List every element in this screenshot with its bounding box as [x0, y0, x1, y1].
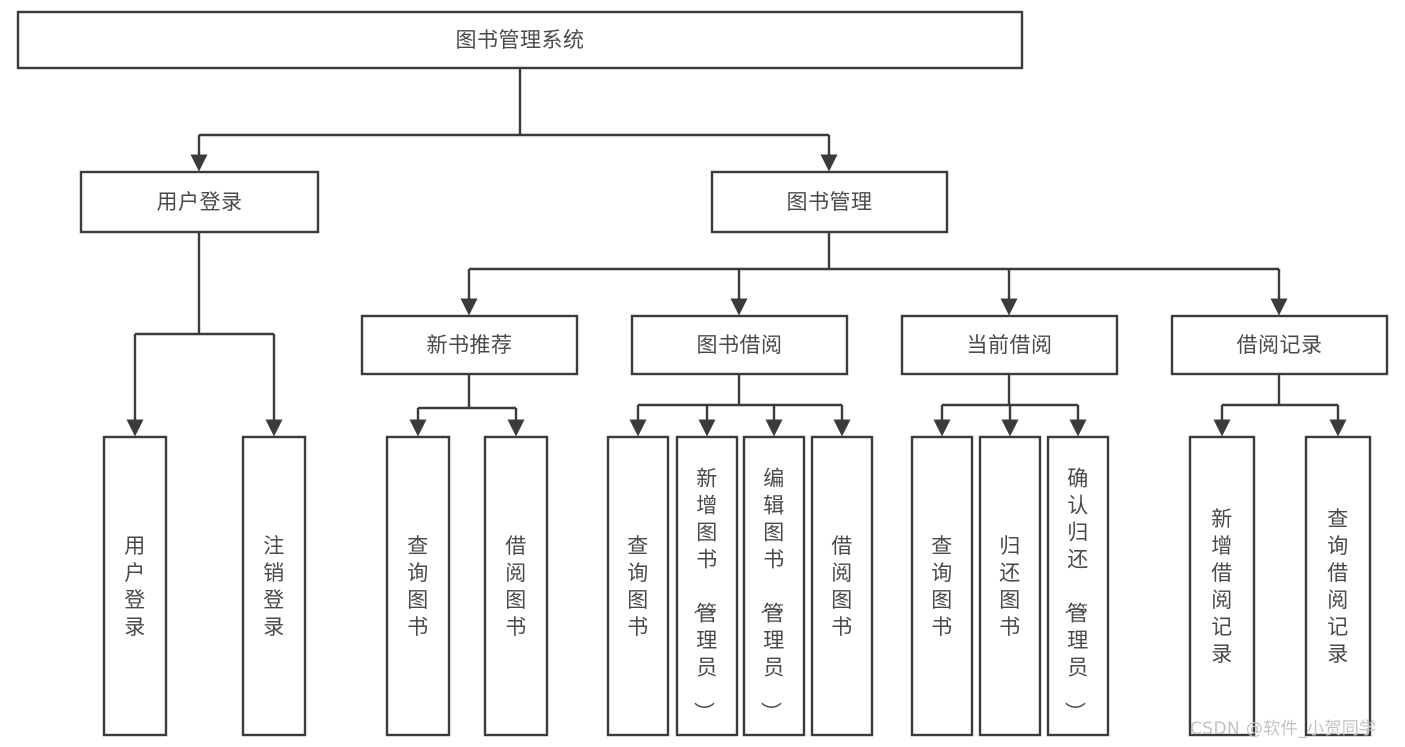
- node-label: 图书管理系统: [456, 28, 585, 52]
- node-label: 用户登录: [124, 534, 146, 639]
- arrow-head-icon: [126, 419, 144, 437]
- node-label: 新增借阅记录: [1211, 507, 1233, 666]
- node-box[interactable]: [360, 314, 579, 376]
- node-box[interactable]: [102, 435, 168, 737]
- node-box[interactable]: [675, 435, 739, 737]
- connector-record-to-leaves: [1213, 374, 1347, 437]
- node-label: 图书借阅: [697, 333, 783, 357]
- node-leaf-3[interactable]: 借阅图书: [483, 435, 549, 737]
- node-label: 归还图书: [999, 534, 1021, 639]
- node-box[interactable]: [1304, 435, 1372, 737]
- node-leaf-2[interactable]: 查询图书: [385, 435, 451, 737]
- arrow-head-icon: [730, 298, 748, 316]
- node-leaf-6[interactable]: 编辑图书（管理员）: [742, 435, 806, 737]
- arrow-head-icon: [190, 154, 208, 172]
- node-label: 查询借阅记录: [1327, 507, 1349, 666]
- node-label: 新增图书（管理员）: [691, 467, 718, 724]
- connector-layer: [126, 68, 1347, 437]
- node-box[interactable]: [606, 435, 670, 737]
- node-leaf-10[interactable]: 确认归还（管理员）: [1046, 435, 1110, 737]
- arrow-head-icon: [265, 419, 283, 437]
- node-level2-2[interactable]: 当前借阅: [900, 314, 1119, 376]
- arrow-head-icon: [1069, 419, 1087, 437]
- node-label: 编辑图书（管理员）: [758, 467, 785, 724]
- node-box[interactable]: [1170, 314, 1389, 376]
- connector-borrow-to-leaves: [629, 374, 851, 437]
- node-layer: 图书管理系统用户登录图书管理新书推荐图书借阅当前借阅借阅记录用户登录注销登录查询…: [16, 10, 1389, 737]
- node-leaf-0[interactable]: 用户登录: [102, 435, 168, 737]
- node-box[interactable]: [710, 170, 949, 234]
- arrow-head-icon: [460, 298, 478, 316]
- arrow-head-icon: [1213, 419, 1231, 437]
- node-label: 借阅图书: [505, 534, 527, 639]
- node-leaf-12[interactable]: 查询借阅记录: [1304, 435, 1372, 737]
- connector-root-to-level1: [190, 68, 838, 172]
- node-box[interactable]: [1046, 435, 1110, 737]
- node-leaf-5[interactable]: 新增图书（管理员）: [675, 435, 739, 737]
- arrow-head-icon: [833, 419, 851, 437]
- node-box[interactable]: [79, 170, 320, 234]
- node-box[interactable]: [900, 314, 1119, 376]
- node-box[interactable]: [241, 435, 307, 737]
- arrow-head-icon: [507, 419, 525, 437]
- node-label: 确认归还（管理员）: [1062, 467, 1089, 724]
- node-label: 查询图书: [407, 534, 429, 639]
- node-box[interactable]: [385, 435, 451, 737]
- arrow-head-icon: [933, 419, 951, 437]
- arrow-head-icon: [409, 419, 427, 437]
- arrow-head-icon: [820, 154, 838, 172]
- node-label: 用户登录: [157, 190, 243, 214]
- node-label: 注销登录: [263, 534, 285, 639]
- node-leaf-9[interactable]: 归还图书: [978, 435, 1042, 737]
- connector-bookmgmt-to-level2: [460, 232, 1288, 316]
- node-level1-1[interactable]: 图书管理: [710, 170, 949, 234]
- node-box[interactable]: [16, 10, 1024, 70]
- arrow-head-icon: [698, 419, 716, 437]
- node-box[interactable]: [630, 314, 849, 376]
- node-box[interactable]: [483, 435, 549, 737]
- watermark: CSDN @软件_小贺同学: [1190, 719, 1377, 739]
- node-leaf-1[interactable]: 注销登录: [241, 435, 307, 737]
- node-leaf-8[interactable]: 查询图书: [910, 435, 974, 737]
- node-box[interactable]: [742, 435, 806, 737]
- node-level2-1[interactable]: 图书借阅: [630, 314, 849, 376]
- arrow-head-icon: [629, 419, 647, 437]
- node-level1-0[interactable]: 用户登录: [79, 170, 320, 234]
- node-label: 借阅记录: [1237, 333, 1323, 357]
- node-root[interactable]: 图书管理系统: [16, 10, 1024, 70]
- connector-newbook-to-leaves: [409, 374, 525, 437]
- node-label: 图书管理: [787, 190, 873, 214]
- node-label: 新书推荐: [427, 333, 513, 357]
- node-leaf-11[interactable]: 新增借阅记录: [1188, 435, 1256, 737]
- arrow-head-icon: [1000, 298, 1018, 316]
- node-label: 查询图书: [931, 534, 953, 639]
- node-box[interactable]: [1188, 435, 1256, 737]
- node-box[interactable]: [978, 435, 1042, 737]
- node-box[interactable]: [810, 435, 874, 737]
- node-leaf-7[interactable]: 借阅图书: [810, 435, 874, 737]
- arrow-head-icon: [765, 419, 783, 437]
- node-box[interactable]: [910, 435, 974, 737]
- arrow-head-icon: [1001, 419, 1019, 437]
- node-level2-3[interactable]: 借阅记录: [1170, 314, 1389, 376]
- node-leaf-4[interactable]: 查询图书: [606, 435, 670, 737]
- node-level2-0[interactable]: 新书推荐: [360, 314, 579, 376]
- arrow-head-icon: [1270, 298, 1288, 316]
- node-label: 借阅图书: [831, 534, 853, 639]
- node-label: 当前借阅: [967, 333, 1053, 357]
- connector-userlogin-to-leaves: [126, 232, 283, 437]
- arrow-head-icon: [1329, 419, 1347, 437]
- connector-current-to-leaves: [933, 374, 1087, 437]
- node-label: 查询图书: [627, 534, 649, 639]
